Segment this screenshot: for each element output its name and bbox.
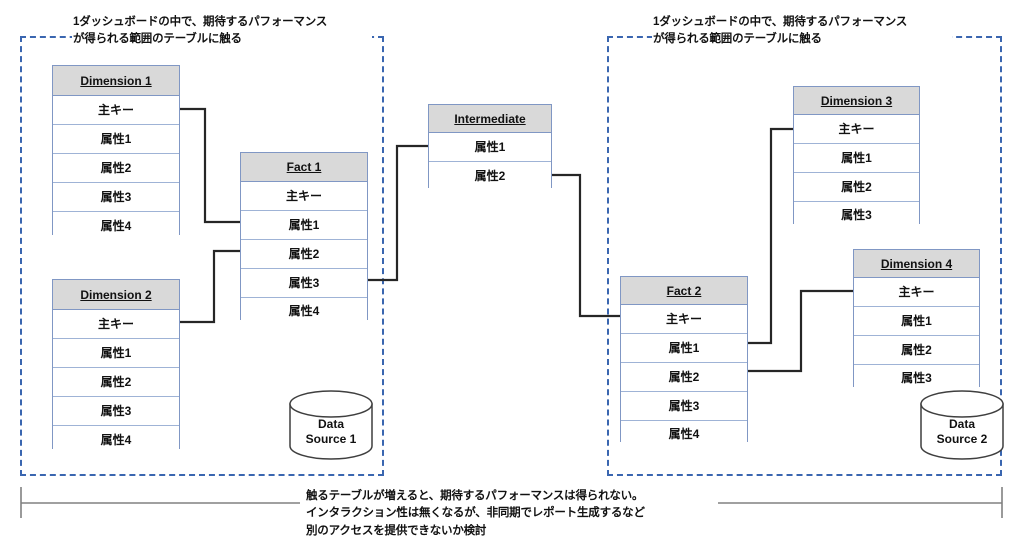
table-dimension1-row-4: 属性4 [53, 211, 179, 239]
table-dimension3[interactable]: Dimension 3 主キー 属性1 属性2 属性3 [793, 86, 920, 227]
table-dimension3-row-0: 主キー [794, 115, 919, 143]
table-dimension2-row-1: 属性1 [53, 338, 179, 367]
table-dimension4-title: Dimension 4 [854, 250, 979, 278]
table-fact1-row-1: 属性1 [241, 210, 367, 239]
table-fact1-title: Fact 1 [241, 153, 367, 182]
table-dimension4-row-3: 属性3 [854, 364, 979, 390]
link-fact1-intermediate [366, 144, 430, 282]
table-dimension1-row-1: 属性1 [53, 124, 179, 153]
table-dimension4-row-1: 属性1 [854, 306, 979, 335]
table-dimension3-row-2: 属性2 [794, 172, 919, 201]
data-source-2-label: Data Source 2 [936, 417, 988, 446]
table-fact1[interactable]: Fact 1 主キー 属性1 属性2 属性3 属性4 [240, 152, 368, 324]
table-intermediate-title: Intermediate [429, 105, 551, 133]
left-caption-mask [72, 28, 372, 44]
table-fact2-row-4: 属性4 [621, 420, 747, 446]
table-fact1-row-2: 属性2 [241, 239, 367, 268]
data-source-1-label: Data Source 1 [305, 417, 357, 446]
table-fact2-title: Fact 2 [621, 277, 747, 305]
table-fact1-row-3: 属性3 [241, 268, 367, 297]
table-dimension2-row-4: 属性4 [53, 425, 179, 453]
table-dimension1-title: Dimension 1 [53, 66, 179, 96]
link-intermediate-fact2 [550, 173, 622, 318]
table-fact2[interactable]: Fact 2 主キー 属性1 属性2 属性3 属性4 [620, 276, 748, 446]
data-source-2-shape [920, 390, 1004, 460]
table-dimension4-row-0: 主キー [854, 278, 979, 306]
table-fact1-row-4: 属性4 [241, 297, 367, 324]
link-dim2-fact1 [178, 249, 242, 324]
data-source-2: Data Source 2 [921, 411, 1003, 459]
table-fact2-row-2: 属性2 [621, 362, 747, 391]
link-dim1-fact1 [178, 107, 242, 224]
table-intermediate[interactable]: Intermediate 属性1 属性2 [428, 104, 552, 190]
table-dimension3-row-1: 属性1 [794, 143, 919, 172]
link-dim4-fact2 [746, 289, 855, 373]
bottom-note: 触るテーブルが増えると、期待するパフォーマンスは得られない。 インタラクション性… [306, 490, 645, 537]
table-dimension3-row-3: 属性3 [794, 201, 919, 227]
right-scope-caption: 1ダッシュボードの中で、期待するパフォーマンス が得られる範囲のテーブルに触る [653, 16, 908, 45]
table-dimension1[interactable]: Dimension 1 主キー 属性1 属性2 属性3 属性4 [52, 65, 180, 239]
table-dimension4-row-2: 属性2 [854, 335, 979, 364]
table-dimension2[interactable]: Dimension 2 主キー 属性1 属性2 属性3 属性4 [52, 279, 180, 453]
table-dimension2-title: Dimension 2 [53, 280, 179, 310]
table-dimension2-row-3: 属性3 [53, 396, 179, 425]
table-fact2-row-0: 主キー [621, 305, 747, 333]
table-fact1-row-0: 主キー [241, 182, 367, 210]
table-dimension2-row-0: 主キー [53, 310, 179, 338]
bottom-bracket [20, 487, 1003, 518]
table-dimension3-title: Dimension 3 [794, 87, 919, 115]
link-dim3-fact2 [746, 127, 795, 345]
table-fact2-row-3: 属性3 [621, 391, 747, 420]
data-source-1: Data Source 1 [290, 411, 372, 459]
right-caption-mask [652, 28, 952, 44]
data-source-1-shape [289, 390, 373, 460]
left-scope-caption: 1ダッシュボードの中で、期待するパフォーマンス が得られる範囲のテーブルに触る [73, 16, 328, 45]
table-dimension2-row-2: 属性2 [53, 367, 179, 396]
table-dimension1-row-3: 属性3 [53, 182, 179, 211]
table-fact2-row-1: 属性1 [621, 333, 747, 362]
table-intermediate-row-1: 属性2 [429, 161, 551, 190]
table-intermediate-row-0: 属性1 [429, 133, 551, 161]
table-dimension4[interactable]: Dimension 4 主キー 属性1 属性2 属性3 [853, 249, 980, 390]
table-dimension1-row-0: 主キー [53, 96, 179, 124]
table-dimension1-row-2: 属性2 [53, 153, 179, 182]
